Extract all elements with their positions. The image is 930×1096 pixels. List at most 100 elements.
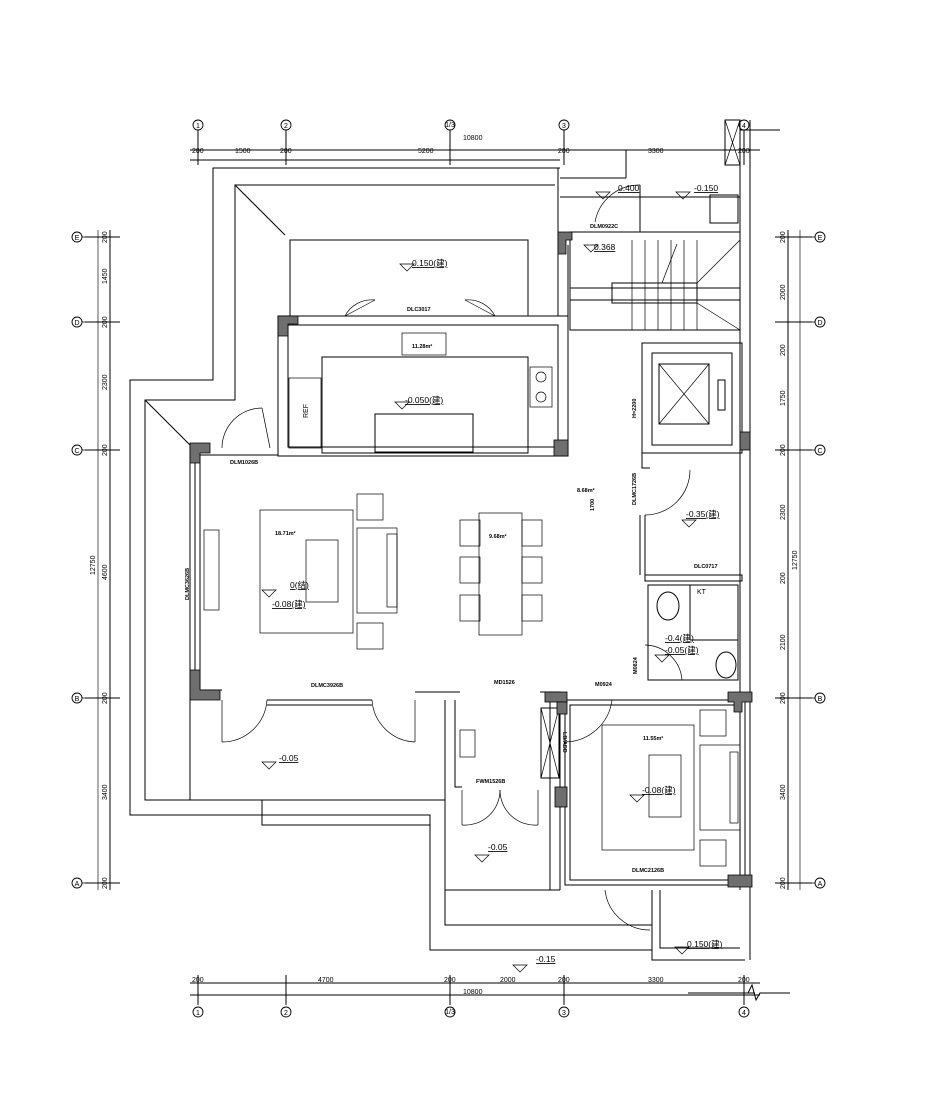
- opening-labels: DLM0922C DLC3017 DLM1026B DLMC3626B DLMC…: [185, 224, 718, 874]
- svg-text:B: B: [818, 696, 823, 703]
- dim-right-7: 2100: [780, 634, 787, 650]
- dim-left-3: 2300: [102, 374, 109, 390]
- svg-text:A: A: [75, 881, 80, 888]
- dim-top-total: 10800: [463, 135, 483, 142]
- svg-text:3: 3: [562, 1010, 566, 1017]
- svg-text:4: 4: [742, 1010, 746, 1017]
- dim-right-2: 200: [780, 344, 787, 356]
- dining-table: [478, 512, 523, 636]
- label-ref: REF: [303, 404, 310, 418]
- svg-text:E: E: [75, 235, 80, 242]
- level-shower: -0.4(建): [665, 633, 694, 643]
- water-heater: [709, 194, 739, 224]
- label-dlmc3926b: DLMC3926B: [311, 683, 343, 689]
- level-stair-entry: 0.368: [594, 242, 616, 252]
- dim-right-8: 200: [780, 692, 787, 704]
- tv-cabinet: [203, 529, 220, 611]
- level-terrace: -0.05: [279, 753, 299, 763]
- right-dimensions: 200 2000 200 1750 200 2300 200 2100 200 …: [775, 230, 812, 890]
- level-entry: -0.05: [488, 842, 508, 852]
- axis-2: 22: [280, 119, 292, 1018]
- fridge: [288, 377, 322, 449]
- label-m0924: M0924: [595, 682, 613, 688]
- label-dlc0717: DLC0717: [694, 564, 718, 570]
- label-dlm0922c: DLM0922C: [590, 224, 618, 230]
- dim-bottom-4: 200: [558, 977, 570, 984]
- svg-text:A: A: [818, 881, 823, 888]
- dim-right-10: 200: [780, 877, 787, 889]
- dim-top-6: 200: [738, 148, 750, 155]
- svg-text:2: 2: [284, 1010, 288, 1017]
- label-dlmc1726b: DLMC1726B: [632, 473, 638, 505]
- dim-right-9: 3400: [780, 784, 787, 800]
- left-dimensions: 200 1450 200 2300 200 4600 200 3400 200 …: [85, 230, 120, 890]
- label-elevator-h: H=2200: [632, 399, 638, 418]
- dim-bottom-5: 3300: [648, 977, 664, 984]
- dim-toilet-window: 1700: [590, 499, 596, 511]
- level-toilet-corridor: -0.35(建): [686, 509, 720, 519]
- shaft: [724, 119, 741, 166]
- label-dlmc2126b: DLMC2126B: [632, 868, 664, 874]
- dim-left-2: 200: [102, 316, 109, 328]
- dim-left-1: 1450: [102, 268, 109, 284]
- area-labels: 11.28m² 18.71m² 9.68m² 8.68m² 11.55m²: [275, 343, 663, 742]
- level-yard-top: -0.150: [694, 183, 718, 193]
- dim-top-0: 200: [192, 148, 204, 155]
- walls: [189, 119, 751, 961]
- dim-right-3: 1750: [780, 390, 787, 406]
- fixture-labels: REF LB/ADD H=2200 KT 1700: [303, 399, 707, 753]
- level-ground: -0.15: [536, 954, 556, 964]
- axis-1: 11: [192, 119, 204, 1018]
- bedroom-rug: [601, 724, 695, 851]
- top-dimensions: 10800 200 1500 200 5200 200 3300 200: [190, 129, 780, 165]
- dim-left-5: 4600: [102, 564, 109, 580]
- dim-left-total: 12750: [90, 555, 97, 575]
- dim-top-1: 1500: [235, 148, 251, 155]
- svg-text:1: 1: [196, 123, 200, 130]
- svg-text:C: C: [74, 448, 79, 455]
- dim-left-4: 200: [102, 444, 109, 456]
- dim-bottom-6: 200: [738, 977, 750, 984]
- level-toilet: -0.05(建): [665, 645, 699, 655]
- svg-text:D: D: [74, 320, 79, 327]
- svg-text:2: 2: [284, 123, 288, 130]
- dim-bottom-2: 200: [444, 977, 456, 984]
- svg-text:1/3: 1/3: [445, 1009, 455, 1016]
- label-fwm1526b: FWM1526B: [476, 779, 505, 785]
- dim-top-3: 5200: [418, 148, 434, 155]
- svg-text:3: 3: [562, 123, 566, 130]
- label-kt: KT: [697, 589, 707, 596]
- area-hall: 8.68m²: [577, 487, 595, 494]
- axis-3: 33: [558, 119, 570, 1018]
- svg-text:E: E: [818, 235, 823, 242]
- level-living-b: -0.08(建): [272, 599, 306, 609]
- dim-left-8: 200: [102, 877, 109, 889]
- level-markers: 0.400 -0.150 0.368 0.150(建) -0.050(建) 0(…: [261, 183, 723, 973]
- level-kitchen: -0.050(建): [405, 395, 443, 405]
- svg-text:D: D: [817, 320, 822, 327]
- level-garden: 0.150(建): [412, 258, 448, 268]
- level-living-a: 0(结): [290, 580, 309, 590]
- dim-right-0: 200: [780, 231, 787, 243]
- svg-text:B: B: [75, 696, 80, 703]
- label-dlc3017: DLC3017: [407, 307, 431, 313]
- dim-top-5: 3300: [648, 148, 664, 155]
- dim-bottom-0: 200: [192, 977, 204, 984]
- area-bedroom: 11.55m²: [643, 735, 663, 742]
- living-rug: [259, 509, 354, 634]
- svg-text:1: 1: [196, 1010, 200, 1017]
- label-m0824: M0824: [633, 656, 639, 674]
- dim-right-4: 200: [780, 444, 787, 456]
- coffee-table: [305, 539, 339, 603]
- svg-text:C: C: [817, 448, 822, 455]
- dim-right-total: 12750: [792, 550, 799, 570]
- sofa: [356, 527, 398, 614]
- label-lb-add: LB/ADD: [561, 732, 567, 753]
- terrace-outline: [129, 167, 652, 951]
- label-dlm1026b: DLM1026B: [230, 460, 258, 466]
- label-md1526: MD1526: [494, 680, 515, 686]
